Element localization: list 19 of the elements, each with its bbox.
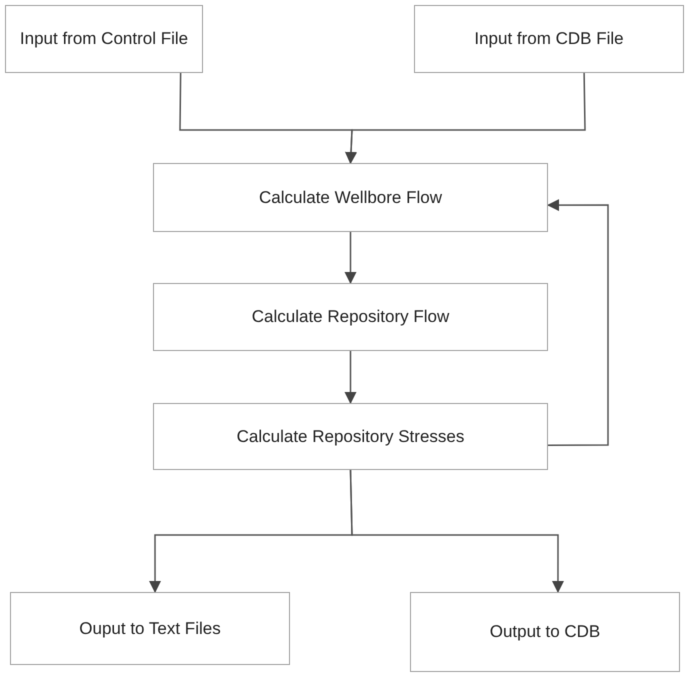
- process-box: [414, 5, 684, 73]
- box-label: Calculate Repository Flow: [252, 307, 450, 327]
- process-box: [10, 592, 290, 665]
- box-label: Calculate Wellbore Flow: [259, 188, 442, 208]
- box-label: Ouput to Text Files: [79, 618, 221, 638]
- arrow: [344, 232, 356, 284]
- process-box: [410, 592, 680, 672]
- process-box: [153, 163, 548, 232]
- box-label: Input from CDB File: [474, 29, 624, 49]
- arrow: [350, 470, 564, 593]
- box-label: Calculate Repository Stresses: [236, 426, 464, 446]
- arrow: [547, 199, 609, 446]
- box-label: Input from Control File: [20, 29, 188, 49]
- process-box: [153, 403, 548, 470]
- box-label: Output to CDB: [490, 622, 600, 642]
- process-box: [153, 283, 548, 351]
- process-box: [5, 5, 203, 73]
- arrow: [344, 351, 356, 404]
- arrow: [345, 72, 586, 164]
